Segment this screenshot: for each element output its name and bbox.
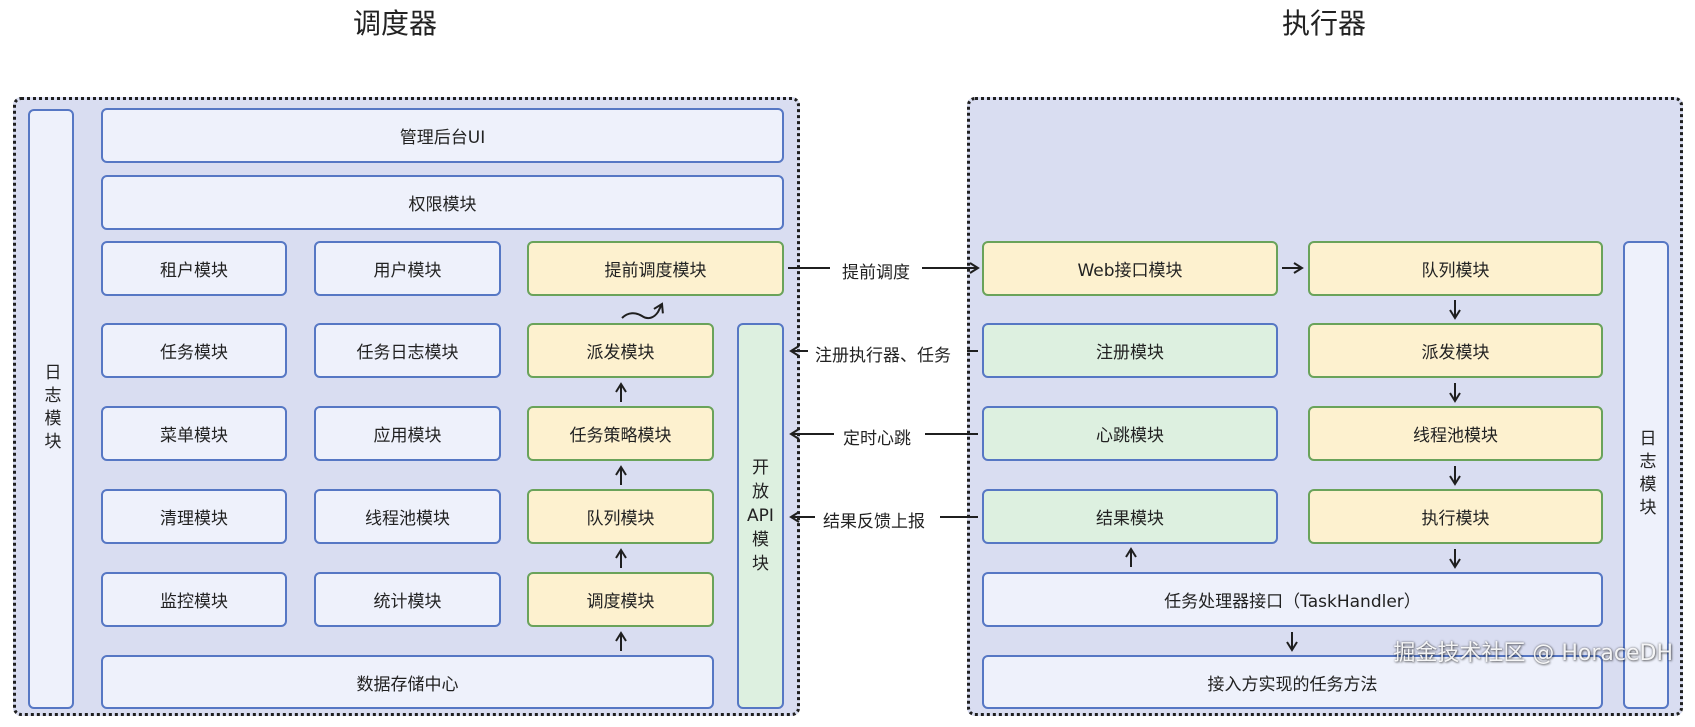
schedule-module: 调度模块 — [527, 572, 714, 627]
implementation-task-methods: 接入方实现的任务方法 — [982, 655, 1603, 709]
thread-pool-module: 线程池模块 — [314, 489, 501, 544]
open-api-line-2: 放 — [752, 482, 769, 502]
web-interface-module: Web接口模块 — [982, 241, 1278, 296]
task-log-module: 任务日志模块 — [314, 323, 501, 378]
result-module: 结果模块 — [982, 489, 1278, 544]
result-report-label: 结果反馈上报 — [823, 512, 925, 532]
executor-title: 执行器 — [1281, 7, 1366, 40]
permission-module: 权限模块 — [101, 175, 784, 230]
tenant-module: 租户模块 — [101, 241, 287, 296]
admin-ui-module: 管理后台UI — [101, 108, 784, 163]
scheduler-log-module: 日志模块 — [28, 109, 74, 709]
open-api-module: 开 放 API 模 块 — [737, 323, 784, 709]
register-label: 注册执行器、任务 — [815, 346, 951, 366]
dispatch-module: 派发模块 — [527, 323, 714, 378]
statistics-module: 统计模块 — [314, 572, 501, 627]
queue-module: 队列模块 — [527, 489, 714, 544]
task-handler-interface: 任务处理器接口（TaskHandler） — [982, 572, 1603, 627]
open-api-line-1: 开 — [752, 458, 769, 478]
application-module: 应用模块 — [314, 406, 501, 461]
watermark: 掘金技术社区 @ HoraceDH — [1393, 641, 1673, 666]
executor-dispatch-module: 派发模块 — [1308, 323, 1603, 378]
data-storage-center: 数据存储中心 — [101, 655, 714, 709]
executor-log-module: 日志模块 — [1623, 241, 1669, 709]
executor-queue-module: 队列模块 — [1308, 241, 1603, 296]
open-api-line-5: 块 — [752, 554, 769, 574]
executor-thread-pool-module: 线程池模块 — [1308, 406, 1603, 461]
open-api-line-4: 模 — [752, 530, 769, 550]
scheduler-title: 调度器 — [352, 7, 437, 40]
execution-module: 执行模块 — [1308, 489, 1603, 544]
cleanup-module: 清理模块 — [101, 489, 287, 544]
heartbeat-label: 定时心跳 — [843, 429, 911, 449]
user-module: 用户模块 — [314, 241, 501, 296]
monitor-module: 监控模块 — [101, 572, 287, 627]
task-strategy-module: 任务策略模块 — [527, 406, 714, 461]
pre-schedule-module: 提前调度模块 — [527, 241, 784, 296]
task-module: 任务模块 — [101, 323, 287, 378]
register-module: 注册模块 — [982, 323, 1278, 378]
menu-module: 菜单模块 — [101, 406, 287, 461]
pre-schedule-label: 提前调度 — [842, 263, 910, 283]
heartbeat-module: 心跳模块 — [982, 406, 1278, 461]
open-api-line-3: API — [747, 506, 774, 526]
